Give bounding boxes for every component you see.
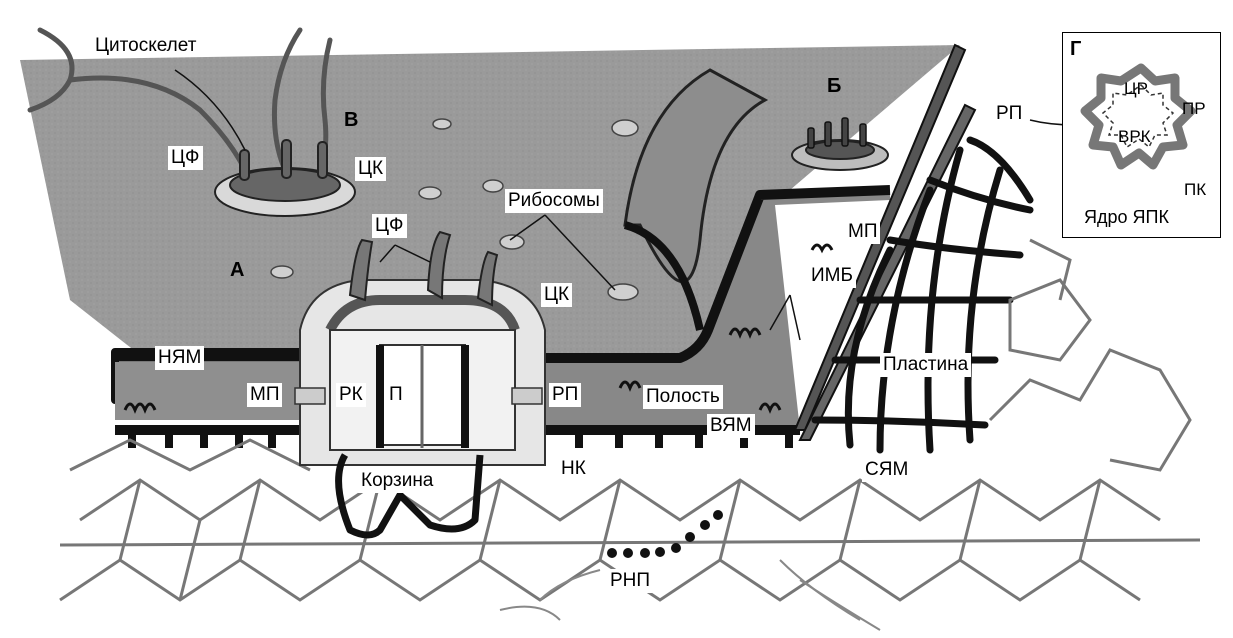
er-sheet (623, 68, 769, 283)
label-nk: НК (558, 457, 589, 481)
inset-label-vrk: ВРК (1118, 127, 1151, 146)
label-inm: ВЯМ (707, 414, 755, 438)
label-rnp: РНП (607, 569, 654, 593)
label-lamina: Пластина (880, 353, 972, 377)
label-ck-right: ЦК (541, 283, 573, 307)
label-cf-left: ЦФ (168, 146, 203, 170)
label-rp-mid: РП (549, 383, 582, 407)
squiggles (123, 243, 834, 414)
label-onm: НЯМ (155, 346, 205, 370)
label-syam: СЯМ (862, 458, 912, 482)
inset-outer-star (1080, 63, 1196, 170)
inset-label-pr: ПР (1182, 99, 1206, 118)
label-mp-right: МП (845, 220, 881, 244)
label-ck-top: ЦК (355, 157, 387, 181)
label-imb: ИМБ (808, 264, 856, 288)
inset-panel: Г ЦР ПР ВРК ПК Ядро ЯПК (1062, 32, 1221, 238)
rnp-beads (607, 510, 723, 558)
outer-membrane-right (520, 185, 891, 363)
label-cytoskeleton: Цитоскелет (95, 35, 197, 56)
label-cavity: Полость (643, 385, 723, 409)
inset-caption: Ядро ЯПК (1084, 207, 1169, 227)
mp-left-plug (294, 387, 326, 405)
label-mp-left: МП (247, 383, 283, 407)
right-membrane-band (520, 190, 890, 430)
inset-inner-star (1101, 84, 1175, 149)
label-section-b: Б (827, 75, 842, 97)
label-section-a: А (230, 259, 245, 281)
lamina-mesh (811, 136, 1034, 454)
nuclear-side-pegs-left (128, 430, 276, 448)
label-ribosomes: Рибосомы (505, 189, 603, 213)
label-p: П (386, 383, 406, 407)
ribosomes (270, 118, 639, 301)
nuclear-net (59, 238, 1201, 602)
leader-lines (174, 69, 1076, 341)
label-section-v: В (344, 109, 359, 131)
basket (335, 453, 484, 539)
label-rp-right: РП (993, 102, 1026, 126)
pore-cf-filaments (348, 230, 499, 307)
nuclear-filaments (499, 559, 881, 631)
label-cf-center: ЦФ (372, 214, 407, 238)
label-rk: РК (336, 383, 366, 407)
rp-mid-plug (511, 387, 543, 405)
ring-v-filaments (239, 139, 328, 181)
inset-label-g: Г (1070, 38, 1082, 60)
nuclear-side-pegs-right (575, 430, 793, 448)
label-basket: Корзина (358, 469, 437, 493)
inset-label-pk: ПК (1184, 180, 1207, 199)
inset-pore-diagram (1080, 63, 1196, 170)
inset-label-cr: ЦР (1124, 79, 1148, 98)
